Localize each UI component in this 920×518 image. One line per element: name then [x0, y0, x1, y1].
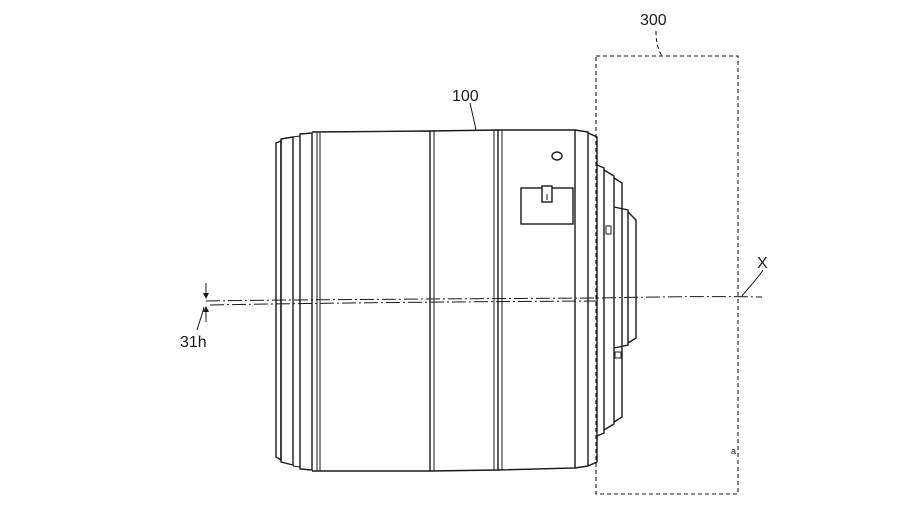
label-camera-body-300: 300 — [640, 12, 667, 29]
lens-assembly — [275, 129, 637, 472]
label-optical-axis-x: X — [757, 255, 768, 272]
leader-line-x — [741, 269, 764, 297]
optical-axis — [205, 296, 763, 306]
camera-body-outline — [595, 30, 739, 495]
leader-line-100 — [469, 102, 477, 131]
label-offset-31h: 31h — [180, 334, 207, 351]
offset-dimension-31h — [196, 283, 209, 331]
af-mf-switch — [520, 185, 574, 225]
label-lens-100: 100 — [452, 88, 479, 105]
label-corner-mark: a — [731, 446, 736, 456]
